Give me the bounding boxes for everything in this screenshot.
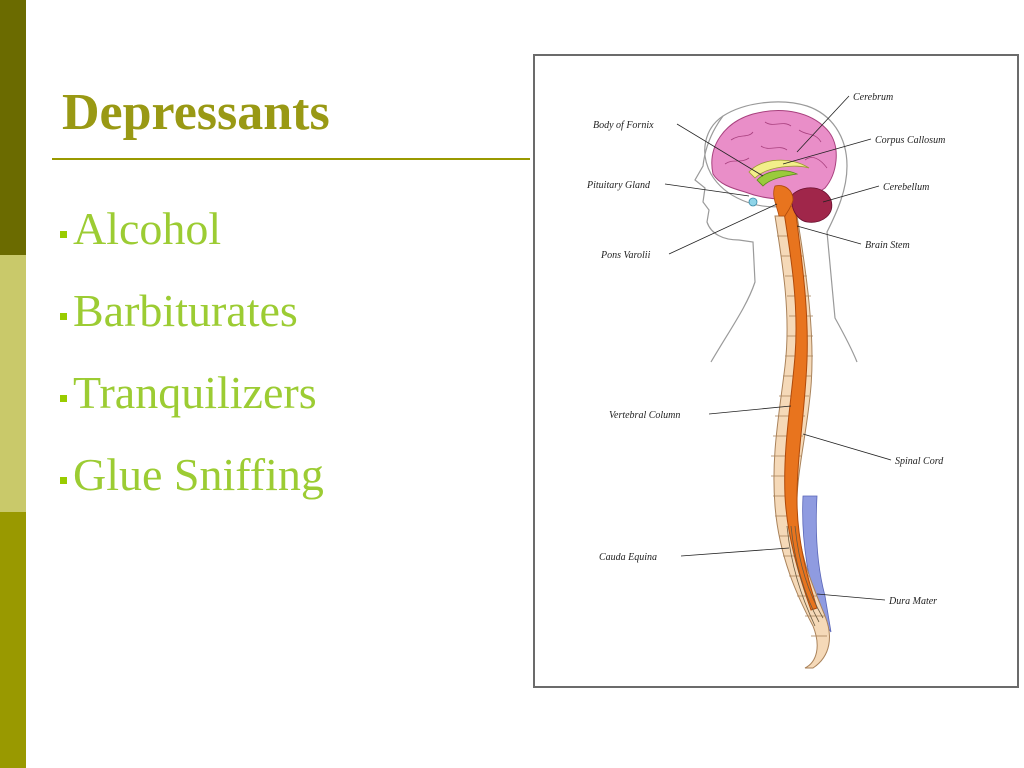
cerebrum-folds [724,121,828,169]
square-bullet-icon [60,476,67,484]
cerebrum [711,110,837,200]
cerebellum [791,187,833,223]
label-dura-mater: Dura Mater [888,596,937,607]
bullet-item: Barbiturates [60,270,324,352]
bullet-text: Glue Sniffing [73,449,324,500]
label-cerebrum: Cerebrum [853,92,893,103]
square-bullet-icon [60,230,67,238]
slide-title: Depressants [62,84,330,141]
label-vertebral-column: Vertebral Column [609,410,680,421]
bullet-item: Tranquilizers [60,352,324,434]
square-bullet-icon [60,394,67,402]
bullet-text: Barbiturates [73,285,298,336]
spinal-cord [782,205,818,611]
face-silhouette [694,115,756,363]
bullet-text: Alcohol [73,203,222,254]
cauda-equina-strands [786,525,824,627]
label-brain-stem: Brain Stem [865,240,910,251]
square-bullet-icon [60,312,67,320]
title-underline [52,158,530,160]
label-body-of-fornix: Body of Fornix [593,120,654,131]
side-bar-top [0,0,26,255]
pituitary-gland [748,197,758,207]
vertebral-column [773,215,830,669]
label-cerebellum: Cerebellum [883,182,929,193]
nervous-system-diagram: Cerebrum Body of Fornix Corpus Callosum … [586,92,945,669]
body-of-fornix [756,170,799,187]
head-silhouette [704,101,858,363]
brain-stem [773,185,794,217]
label-corpus-callosum: Corpus Callosum [875,135,945,146]
bullet-text: Tranquilizers [73,367,317,418]
label-cauda-equina: Cauda Equina [599,552,657,563]
leader-lines [664,95,892,601]
nervous-system-figure: Cerebrum Body of Fornix Corpus Callosum … [533,54,1019,688]
bullet-item: Glue Sniffing [60,434,324,516]
dura-mater [802,495,832,633]
side-bar-middle [0,255,26,512]
bullet-list: Alcohol Barbiturates Tranquilizers Glue … [60,188,324,516]
label-pons-varolii: Pons Varolii [600,250,651,261]
bullet-item: Alcohol [60,188,324,270]
side-bar-bottom [0,512,26,768]
label-spinal-cord: Spinal Cord [895,456,944,467]
corpus-callosum [748,159,810,179]
label-pituitary-gland: Pituitary Gland [586,180,651,191]
